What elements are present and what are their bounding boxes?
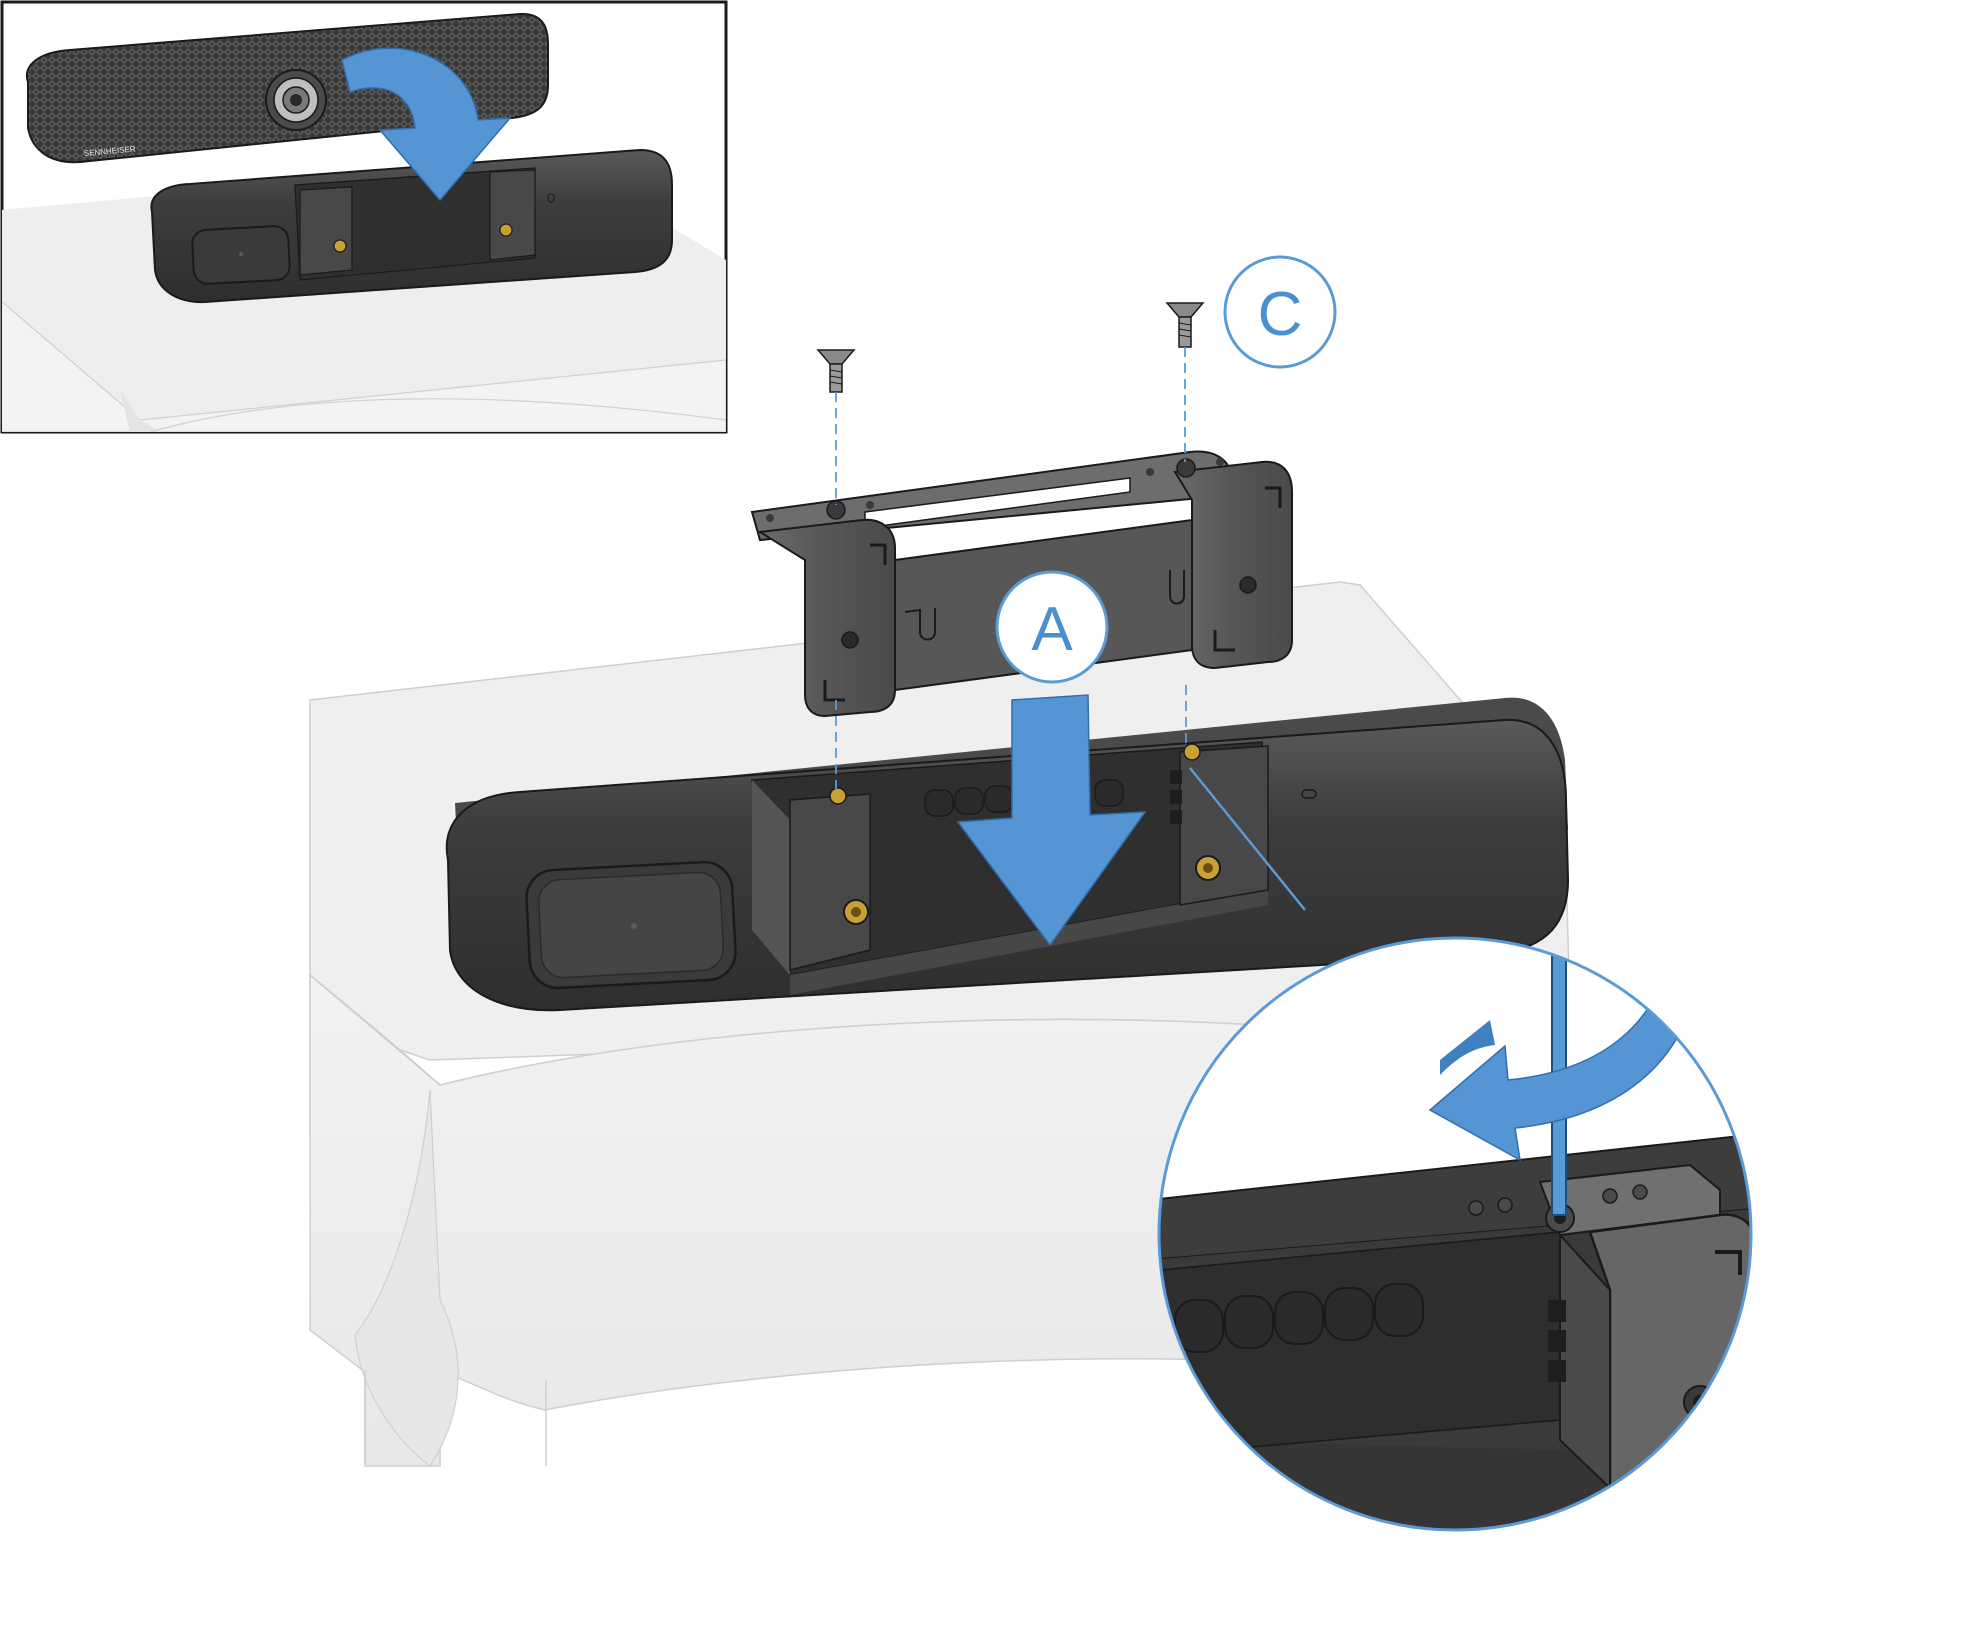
curved-arrow-down-icon xyxy=(341,47,512,202)
callout-a-label: A xyxy=(1031,595,1073,664)
alignment-guides xyxy=(835,347,1187,795)
screw-left-icon xyxy=(816,349,856,393)
callout-c-label: C xyxy=(1258,280,1303,349)
callout-c: C xyxy=(1223,255,1337,369)
screwdriver-shaft xyxy=(1551,938,1567,1216)
arrow-down-icon xyxy=(956,694,1147,947)
inset-panel: SENNHEISER xyxy=(0,0,728,434)
magnified-detail xyxy=(1157,936,1753,1532)
magnifier-leader-line xyxy=(1189,767,1306,911)
callout-a: A xyxy=(995,570,1109,684)
screw-right-icon xyxy=(1165,302,1205,348)
